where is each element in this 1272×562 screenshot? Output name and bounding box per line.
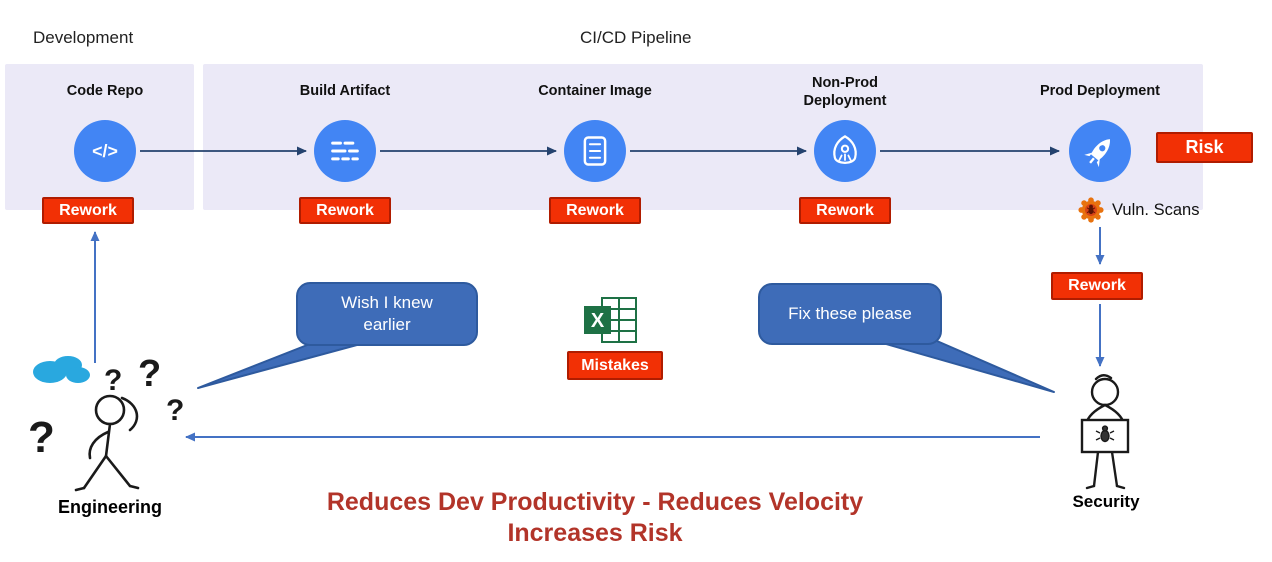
code-icon: </> — [92, 141, 118, 161]
stage-node-nonprod-deployment — [814, 120, 876, 182]
engineering-bubble-tail — [197, 339, 369, 389]
engineering-label: Engineering — [57, 497, 162, 517]
engineering-figure: ? ? ? ? — [28, 353, 184, 492]
stage-node-build-artifact — [314, 120, 376, 182]
svg-text:</>: </> — [92, 141, 118, 161]
stage-node-prod-deployment — [1069, 120, 1131, 182]
takeaway-text: Reduces Dev Productivity - Reduces Veloc… — [160, 487, 1030, 550]
rework-badge-code-repo: Rework — [42, 197, 134, 224]
build-artifact-icon — [331, 141, 359, 161]
risk-badge: Risk — [1156, 132, 1253, 163]
rework-badge-security: Rework — [1051, 272, 1143, 300]
stage-label-prod-deployment: Prod Deployment — [1039, 83, 1161, 99]
stage-label-nonprod-deployment: Non-Prod Deployment — [803, 75, 887, 110]
excel-icon: X — [584, 297, 637, 343]
takeaway-line2: Increases Risk — [507, 519, 683, 548]
stage-node-container-image — [564, 120, 626, 182]
security-speech-bubble: Fix these please — [758, 283, 942, 345]
svg-text:?: ? — [166, 394, 184, 427]
stage-label-build-artifact: Build Artifact — [299, 83, 391, 99]
rework-badge-nonprod-deployment: Rework — [799, 197, 891, 224]
stage-node-code-repo: </> — [74, 120, 136, 182]
security-label: Security — [1072, 492, 1140, 511]
stage-label-code-repo: Code Repo — [66, 83, 144, 99]
mistakes-badge: Mistakes — [567, 351, 663, 380]
question-marks: ? ? ? ? — [28, 353, 184, 462]
security-bubble-tail — [871, 337, 1055, 393]
rework-badge-build-artifact: Rework — [299, 197, 391, 224]
svg-text:?: ? — [104, 364, 122, 397]
svg-text:?: ? — [28, 413, 55, 462]
development-label: Development — [33, 28, 134, 47]
prod-deployment-icon — [1084, 139, 1110, 168]
nonprod-deployment-icon — [833, 135, 857, 164]
vuln-scan-icon — [1078, 197, 1104, 223]
rework-badge-container-image: Rework — [549, 197, 641, 224]
svg-text:?: ? — [138, 353, 161, 395]
thought-cloud-icon — [33, 356, 90, 383]
engineering-speech-bubble: Wish I knew earlier — [296, 282, 478, 346]
bug-icon — [1095, 425, 1115, 443]
takeaway-line1: Reduces Dev Productivity - Reduces Veloc… — [326, 488, 864, 516]
security-figure — [1080, 374, 1130, 490]
svg-text:X: X — [591, 310, 605, 332]
cicd-label: CI/CD Pipeline — [580, 28, 692, 47]
stage-label-container-image: Container Image — [538, 83, 652, 99]
container-image-icon — [583, 136, 607, 166]
vuln-scans-label: Vuln. Scans — [1112, 201, 1200, 219]
engineering-stick-figure — [74, 394, 140, 492]
